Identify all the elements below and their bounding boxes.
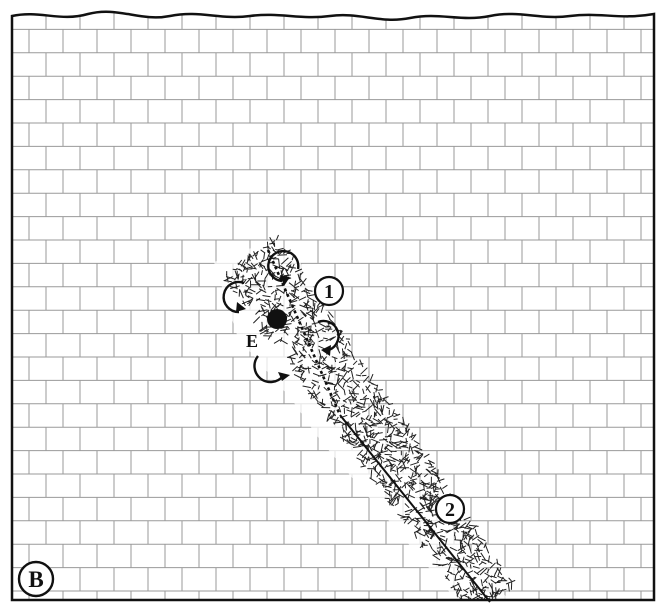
panel-label: B: [28, 567, 43, 592]
zone-1-label-group: 1: [315, 277, 343, 305]
fault-damage-zone: [214, 235, 515, 605]
zone-2-label: 2: [445, 499, 455, 521]
panel-label-group: B: [19, 562, 53, 596]
zone-1-label: 1: [324, 281, 334, 303]
epicenter-dot: [267, 309, 287, 329]
epicenter-label: E: [246, 331, 258, 351]
zone-2-label-group: 2: [436, 495, 464, 523]
fault-trace-solid: [340, 415, 490, 602]
